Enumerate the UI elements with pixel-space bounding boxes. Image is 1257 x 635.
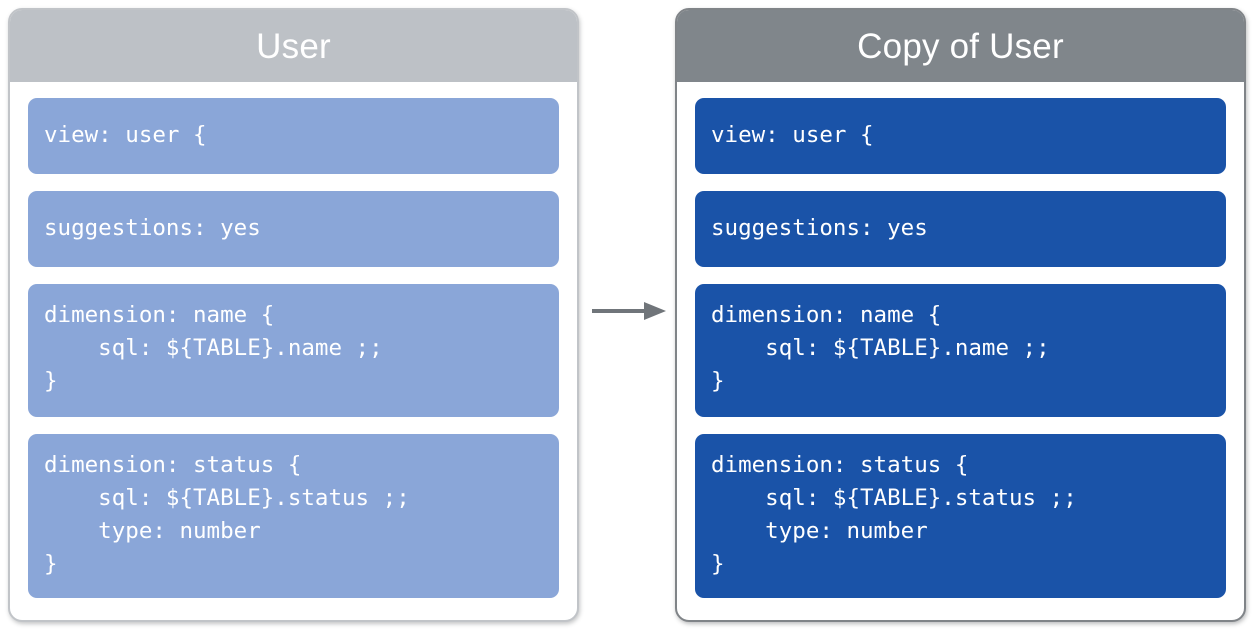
arrow-right-icon xyxy=(592,299,667,323)
source-panel-title: User xyxy=(10,10,577,82)
code-block-view-declaration: view: user { xyxy=(28,98,559,174)
copy-panel-title: Copy of User xyxy=(677,10,1244,82)
copy-view-panel: Copy of User view: user { suggestions: y… xyxy=(675,8,1246,622)
code-block-dimension-status: dimension: status { sql: ${TABLE}.status… xyxy=(28,434,559,598)
source-panel-body: view: user { suggestions: yes dimension:… xyxy=(10,82,577,620)
code-block-view-declaration: view: user { xyxy=(695,98,1226,174)
code-block-suggestions-setting: suggestions: yes xyxy=(695,191,1226,267)
code-block-dimension-name: dimension: name { sql: ${TABLE}.name ;; … xyxy=(28,284,559,417)
copy-panel-body: view: user { suggestions: yes dimension:… xyxy=(677,82,1244,620)
code-block-suggestions-setting: suggestions: yes xyxy=(28,191,559,267)
source-view-panel: User view: user { suggestions: yes dimen… xyxy=(8,8,579,622)
code-block-dimension-name: dimension: name { sql: ${TABLE}.name ;; … xyxy=(695,284,1226,417)
code-block-dimension-status: dimension: status { sql: ${TABLE}.status… xyxy=(695,434,1226,598)
